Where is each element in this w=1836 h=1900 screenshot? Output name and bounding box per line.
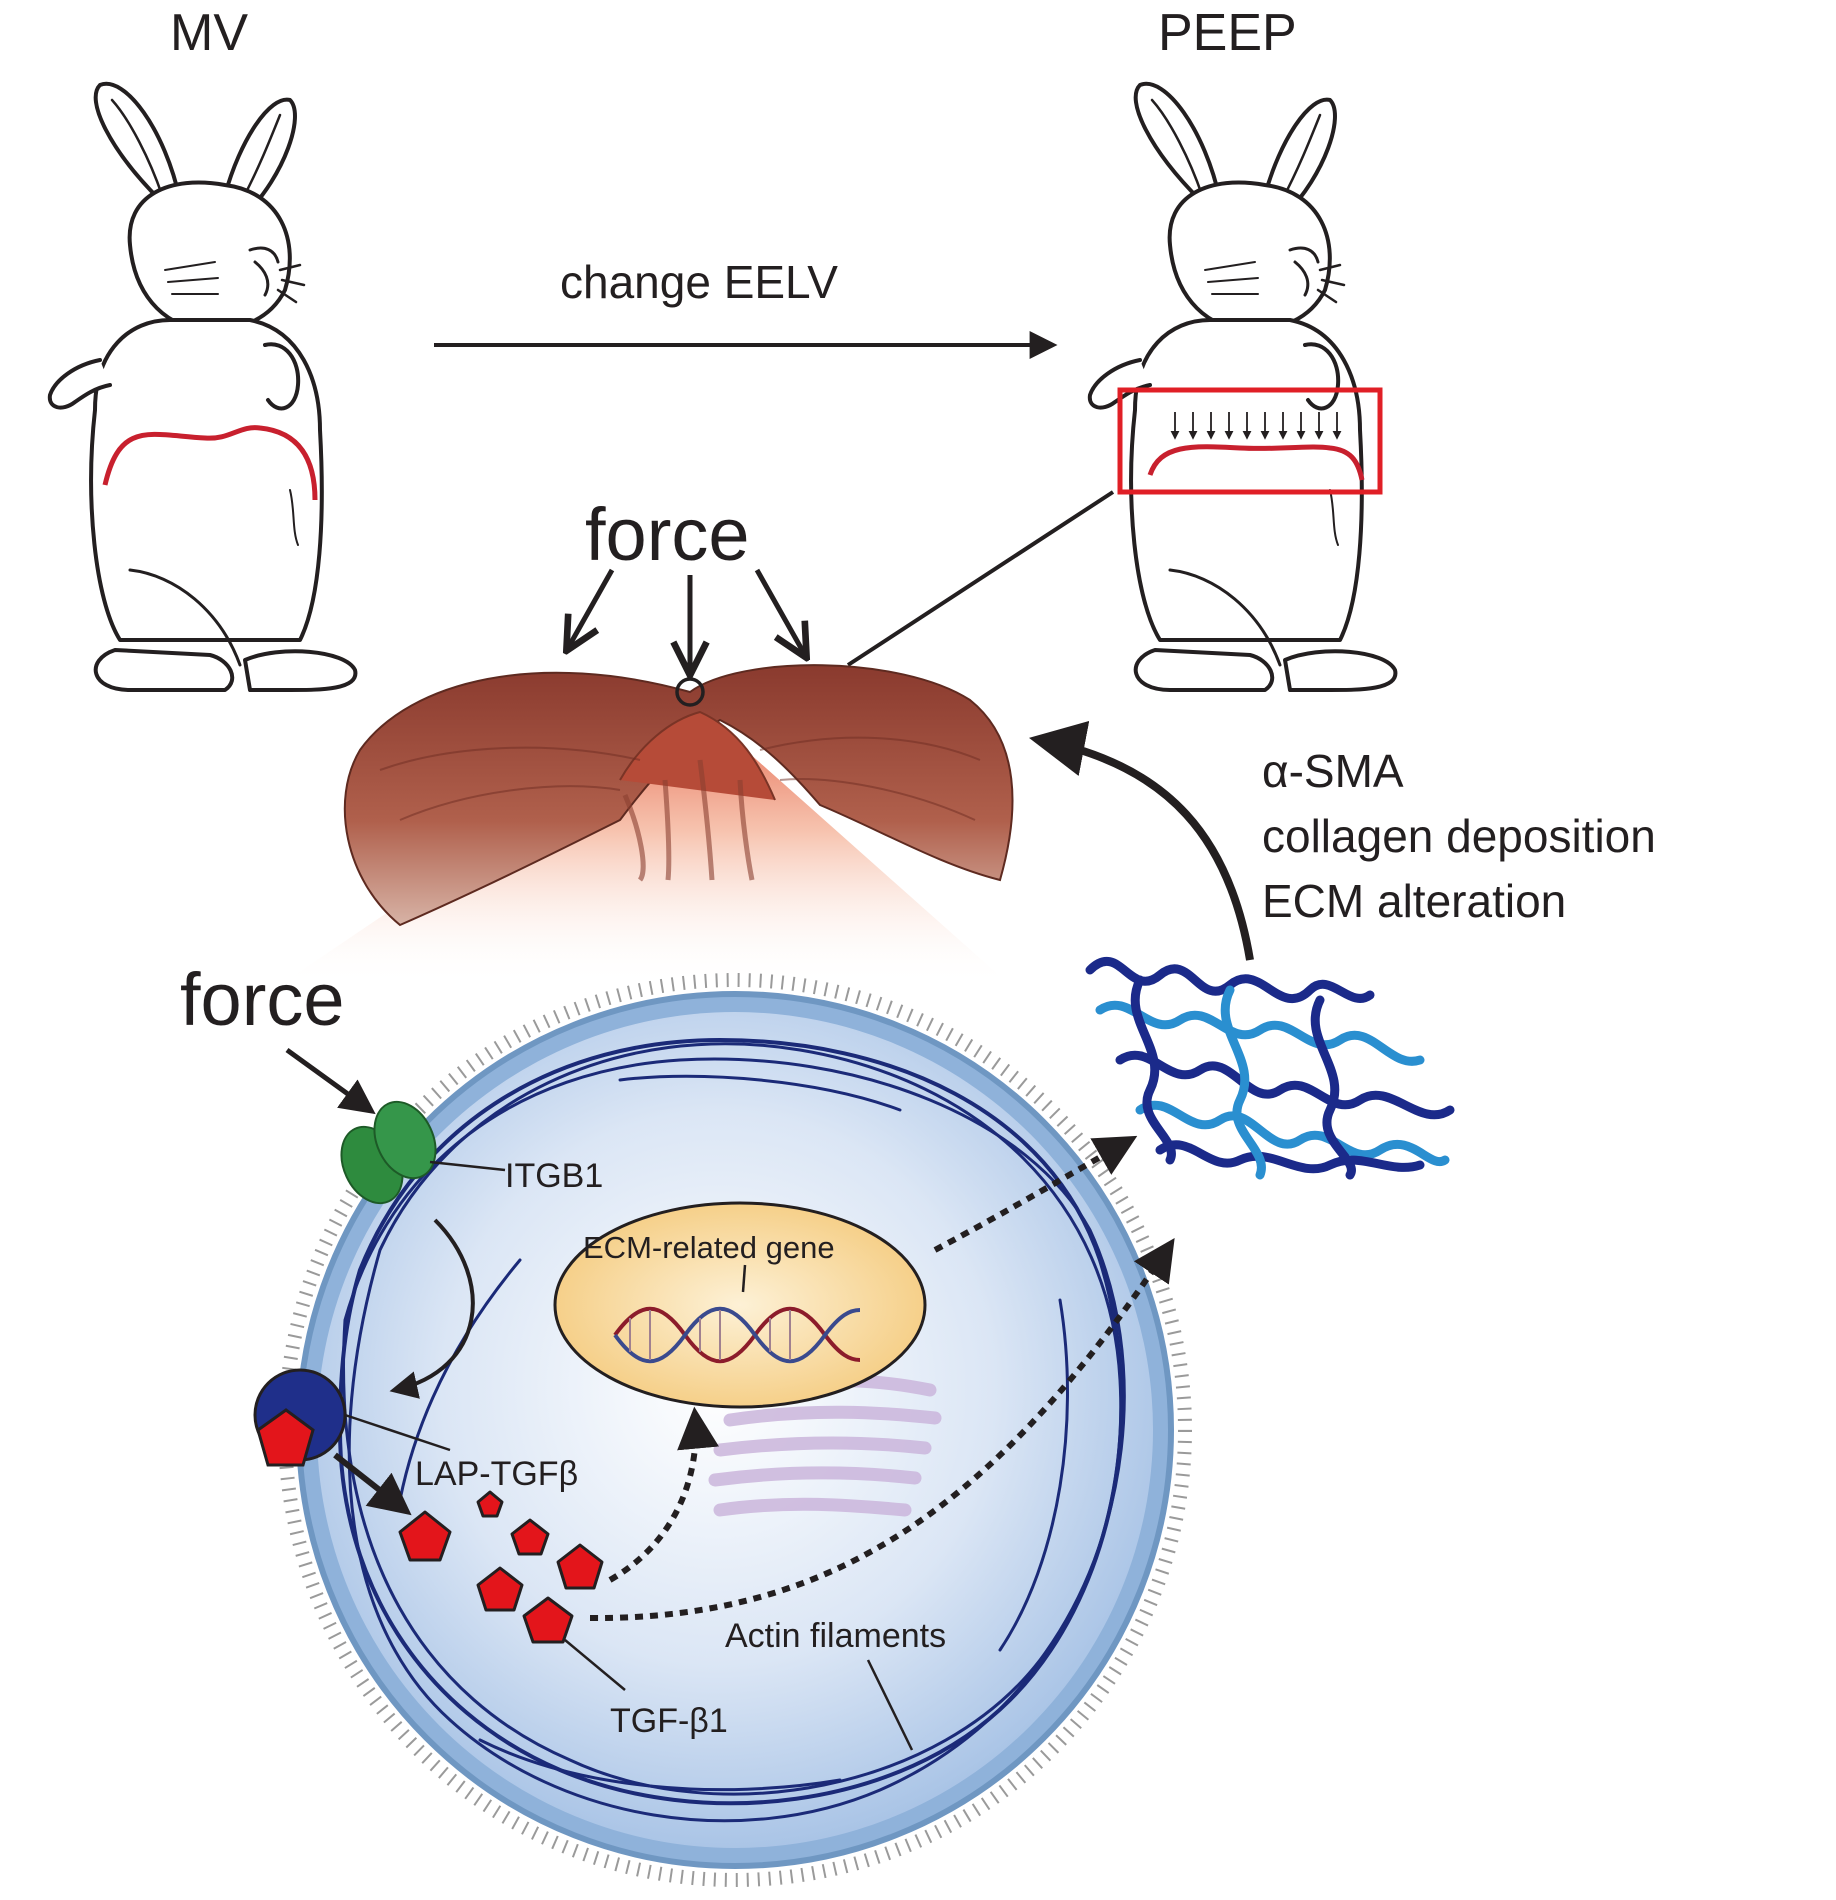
itgb1-label: ITGB1	[505, 1157, 603, 1195]
lap-tgfb-complex-icon	[253, 1368, 347, 1467]
release-arrow	[333, 1452, 412, 1516]
ecm-network	[1085, 957, 1455, 1180]
tgf-b1-leader	[564, 1639, 626, 1691]
alpha-sma-label: α-SMA	[1262, 745, 1404, 797]
tgf-b1-icon	[476, 1566, 524, 1612]
diaphragm-line-mv	[102, 425, 318, 501]
cell-membrane-outer	[278, 973, 1192, 1887]
tgf-b1-icon	[398, 1510, 452, 1562]
highlight-box	[1117, 387, 1383, 495]
activation-arrow	[389, 1218, 475, 1399]
pressure-arrows	[1170, 412, 1342, 440]
rabbit-mv-icon	[47, 81, 358, 692]
lap-tgfb-label: LAP-TGFβ	[415, 1455, 578, 1493]
rabbit-peep-icon	[1087, 81, 1398, 692]
lap-tgfb-leader	[344, 1413, 451, 1452]
zoom-connector	[846, 490, 1115, 667]
peep-label: PEEP	[1158, 4, 1297, 62]
collagen-label: collagen deposition	[1262, 810, 1656, 862]
cell	[278, 973, 1192, 1887]
change-eelv-label: change EELV	[560, 256, 838, 308]
nucleus: ECM-related gene	[553, 1201, 927, 1409]
force-label-top: force	[585, 493, 750, 576]
dna-helix-icon	[613, 1306, 861, 1364]
tgf-b1-icon	[522, 1596, 574, 1644]
tgf-b1-icon	[510, 1518, 550, 1556]
actin-leader	[866, 1659, 914, 1751]
actin-filaments	[337, 1037, 1126, 1823]
signal-arrow-ecm-upper	[933, 1135, 1138, 1253]
tgf-b1-label: TGF-β1	[610, 1702, 728, 1740]
actin-filaments-label: Actin filaments	[725, 1617, 946, 1655]
mv-label: MV	[170, 4, 248, 62]
force-label-left: force	[180, 958, 345, 1041]
force-arrow-right	[754, 568, 805, 655]
cell-cytoplasm	[317, 1012, 1153, 1848]
force-arrow-integrin	[285, 1047, 376, 1115]
feedback-arrow	[1029, 720, 1254, 961]
itgb1-leader	[429, 1160, 506, 1172]
tgf-b1-icon	[556, 1543, 604, 1590]
signal-arrow-nucleus	[608, 1406, 719, 1583]
integrin-icon	[340, 1100, 437, 1205]
diaphragm-line-peep	[1147, 444, 1365, 481]
zoom-beam	[280, 705, 1010, 985]
diaphragm-muscle	[343, 664, 1014, 927]
ecm-alteration-label: ECM alteration	[1262, 875, 1566, 927]
tgf-b1-icon	[476, 1490, 504, 1518]
signal-arrow-ecm-lower	[589, 1238, 1175, 1622]
ecm-gene-label: ECM-related gene	[583, 1230, 835, 1265]
force-arrow-left	[568, 568, 615, 648]
tgf-b1-molecules	[398, 1490, 604, 1644]
